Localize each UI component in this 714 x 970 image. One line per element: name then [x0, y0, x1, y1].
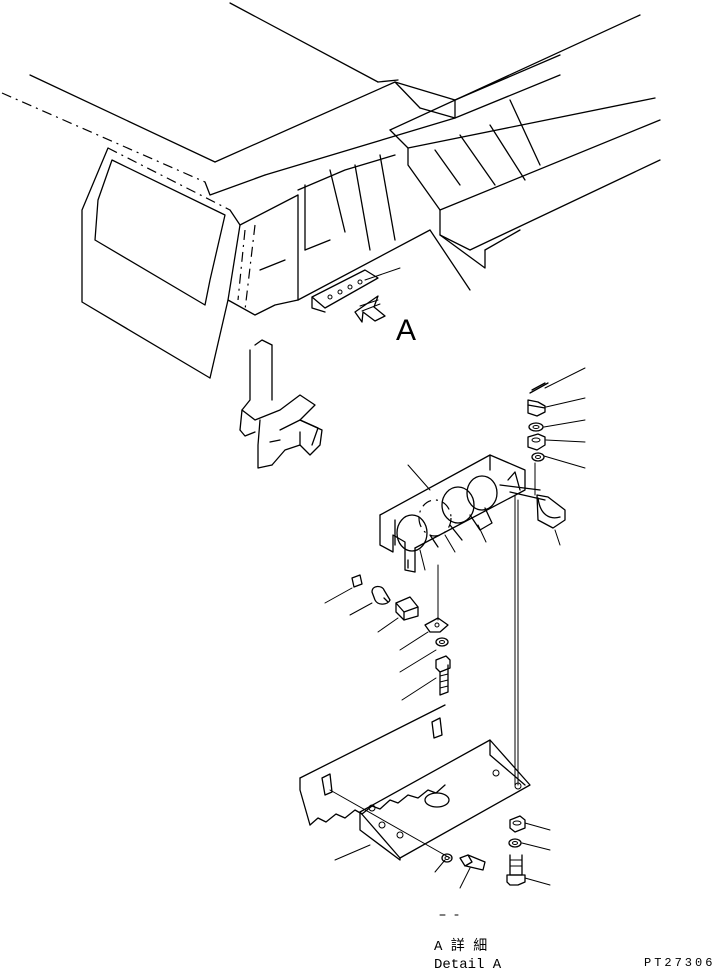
drawing-code: PT27306: [644, 956, 714, 970]
view-label: A: [396, 314, 416, 347]
detail-caption-en: Detail A: [434, 957, 502, 970]
machine-cab-overview: [1, 2, 661, 469]
detail-caption-jp: A 詳 細: [434, 938, 487, 955]
detail-a-lamp-assembly: [299, 367, 586, 916]
